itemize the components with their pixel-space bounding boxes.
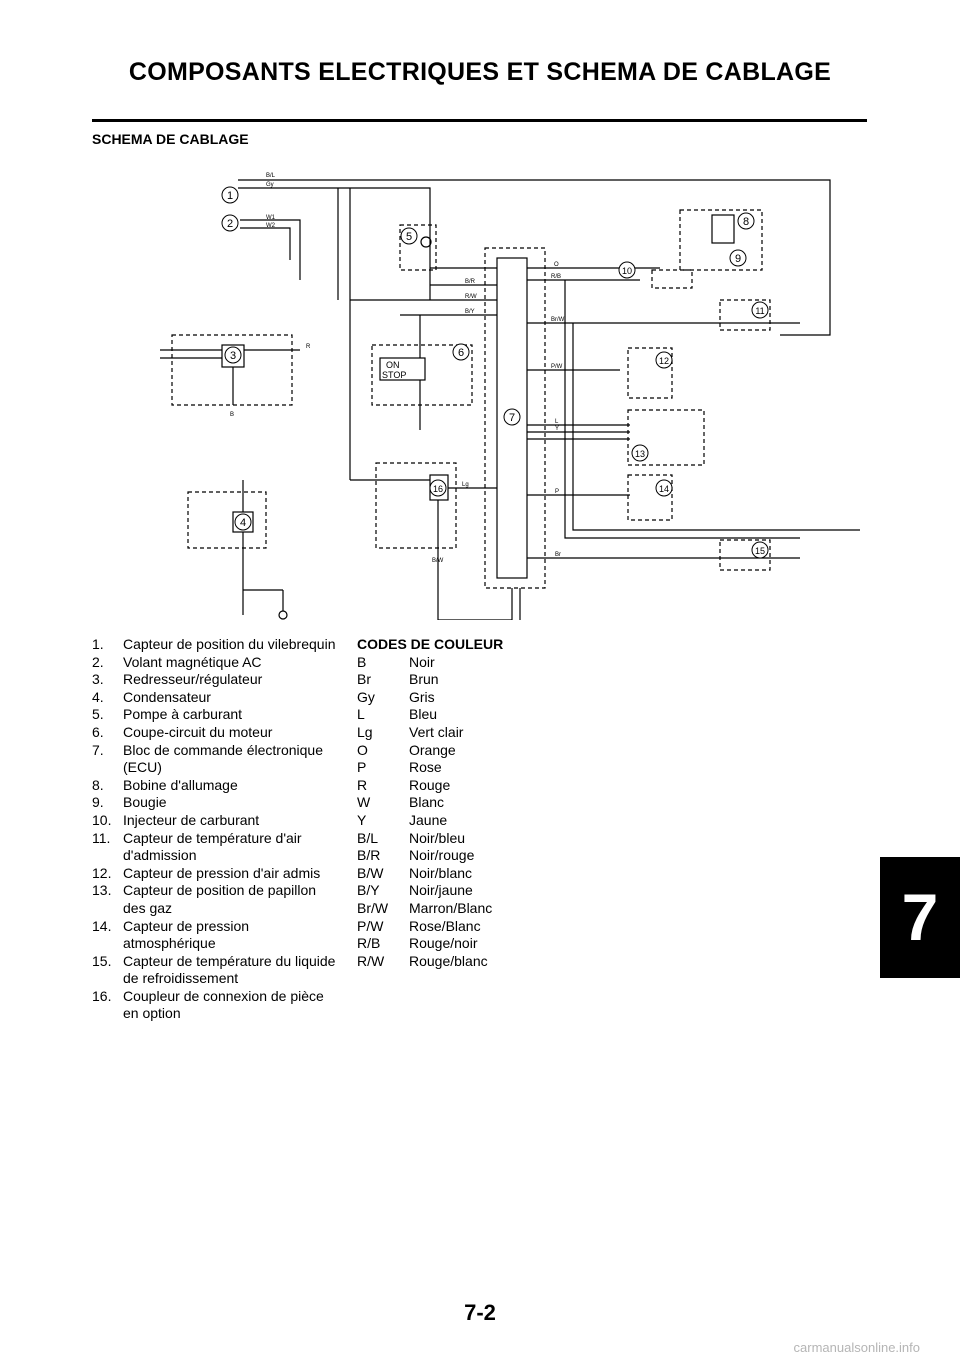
wire-label: B/R [465,279,476,285]
legend-item: 5.Pompe à carburant [92,706,243,723]
wire-label: O [554,262,559,268]
legend-item: 8.Bobine d'allumage [92,776,238,793]
wire-label: W2 [266,223,276,229]
legend-item: 6.Coupe-circuit du moteur [92,723,273,740]
legend-item: 3.Redresseur/régulateur [92,671,263,688]
wire-label: Y [555,426,559,432]
watermark: carmanualsonline.info [793,1340,920,1355]
section-heading: SCHEMA DE CABLAGE [92,131,249,147]
callout-15: 15 [755,546,765,556]
legend-item: 13.Capteur de position de papillon des g… [92,882,317,916]
page-title: COMPOSANTS ELECTRIQUES ET SCHEMA DE CABL… [128,58,832,86]
callout-13: 13 [635,449,645,459]
wire-label: P [555,489,559,495]
title-rule [92,119,867,122]
callout-16: 16 [433,484,443,494]
legend-item: 1.Capteur de position du vilebrequin [92,636,336,652]
legend-item: 9.Bougie [92,794,167,811]
wire-label: Br [555,552,561,558]
legend-item: 7.Bloc de commande électronique (ECU) [92,741,324,776]
legend-item: 4.Condensateur [92,688,211,705]
legend-item: 2.Volant magnétique AC [92,653,262,670]
wire-label: Gy [266,182,274,188]
wire-label: W1 [266,215,276,221]
wire-label: L [555,419,559,425]
legend-item: 15.Capteur de température du liquide de … [92,952,336,987]
callout-9: 9 [735,253,741,265]
legend-item: 12.Capteur de pression d'air admis [92,864,321,881]
callout-11: 11 [755,306,764,316]
callout-2: 2 [227,218,233,230]
wire-label: R/B [551,274,561,280]
wire-label: P/W [551,364,563,370]
switch-on-label: ON [386,360,400,370]
legend-item: 10.Injecteur de carburant [92,811,260,828]
wire-label: R/W [465,294,477,300]
callout-5: 5 [406,231,412,243]
wire-label: B/W [432,558,444,564]
legend-item: 14.Capteur de pression atmosphérique [92,917,250,952]
color-code-heading: CODES DE COULEUR [357,636,504,652]
page-number: 7-2 [464,1300,496,1325]
wire-label: Br/W [551,317,565,323]
callout-6: 6 [458,347,464,359]
wire-label: B/L [266,173,276,179]
wire-label: B [230,412,234,418]
wire-label: R [306,344,311,350]
callout-12: 12 [659,356,669,366]
callout-8: 8 [743,216,749,228]
wiring-diagram: 1 2 3 4 5 6 7 8 9 10 11 12 13 14 15 16 O… [160,173,860,620]
callout-1: 1 [227,190,233,202]
callout-7: 7 [509,412,515,424]
callout-4: 4 [240,517,246,529]
callout-14: 14 [659,484,669,494]
chapter-tab: 7 [880,857,960,978]
callout-10: 10 [622,266,632,276]
legend-item: 11.Capteur de température d'air d'admiss… [92,829,302,864]
component-legend: 1.Capteur de position du vilebrequin 2.V… [92,636,342,1023]
callout-3: 3 [230,350,236,362]
wire-label: B/Y [465,309,475,315]
switch-stop-label: STOP [382,370,406,380]
wire-label: Lg [462,482,469,488]
legend-item: 16.Coupleur de connexion de pièce en opt… [92,987,324,1022]
